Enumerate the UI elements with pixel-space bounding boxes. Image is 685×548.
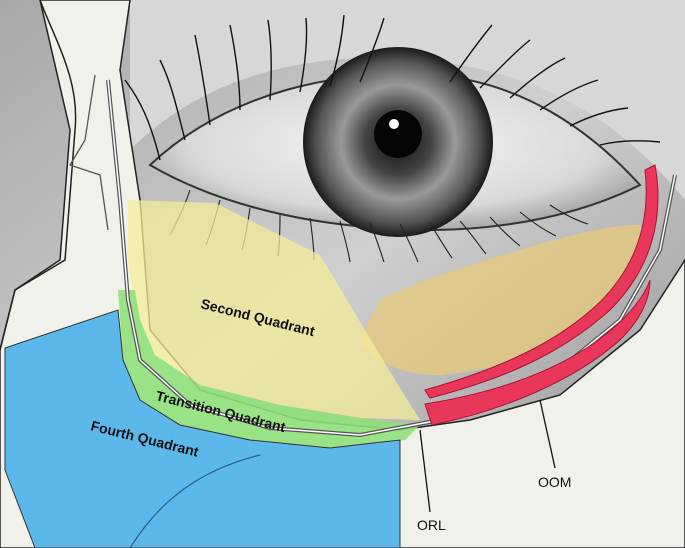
second-quadrant-region: [128, 200, 420, 420]
pupil: [374, 110, 422, 158]
orl-label: ORL: [417, 517, 446, 533]
fourth-quadrant-contour: [129, 454, 261, 548]
oom-muscle-lower: [424, 279, 651, 426]
medial-margin-lines: [69, 74, 109, 231]
fourth-quadrant-region: [4, 309, 401, 548]
transition-quadrant-region: [118, 290, 420, 448]
eyelid-margin-lines-inner: [107, 79, 676, 436]
oom-label: OOM: [538, 474, 571, 490]
skin-upper-lid: [130, 0, 685, 200]
upper-eyelashes: [124, 14, 661, 161]
nose-outline: [0, 0, 77, 351]
oom-leader-line: [539, 399, 556, 469]
oom-muscle-upper: [424, 164, 659, 399]
pupil-highlight: [389, 119, 399, 129]
orl-leader-line: [419, 429, 431, 513]
